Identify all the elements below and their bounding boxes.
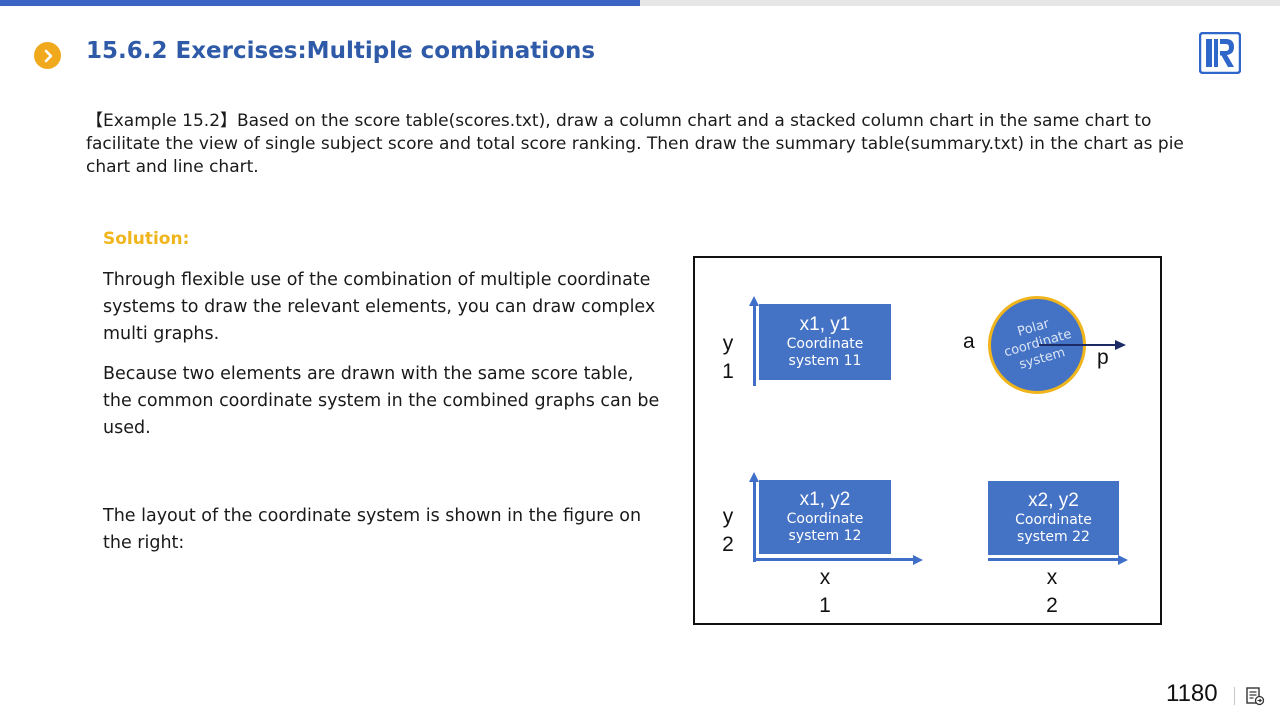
y1-axis-arrow [749, 296, 759, 306]
x2-axis [988, 558, 1118, 561]
notes-icon[interactable] [1245, 686, 1265, 706]
y2-axis [753, 480, 756, 562]
example-description: 【Example 15.2】Based on the score table(s… [86, 111, 1184, 177]
footer-divider [1234, 687, 1235, 705]
coordinate-system-12: x1, y2 Coordinate system 12 [759, 480, 891, 554]
polar-angle-label: a [963, 330, 975, 353]
coordinate-system-22: x2, y2 Coordinate system 22 [988, 481, 1119, 555]
solution-paragraph-3: The layout of the coordinate system is s… [103, 506, 642, 553]
chevron-right-icon [34, 42, 61, 69]
solution-paragraph-2: Because two elements are drawn with the … [103, 364, 660, 438]
x1-axis [755, 558, 913, 561]
solution-paragraph-1: Through flexible use of the combination … [103, 270, 656, 344]
raqsoft-logo-icon [1198, 31, 1242, 75]
y2-axis-arrow [749, 472, 759, 482]
y1-axis [753, 304, 756, 386]
polar-radius-label: p [1097, 346, 1109, 369]
page-number: 1180 [1166, 680, 1218, 707]
polar-radius-line [1039, 344, 1115, 346]
page-title: 15.6.2 Exercises:Multiple combinations [86, 38, 596, 64]
x1-axis-arrow [913, 555, 923, 565]
progress-track [0, 0, 1280, 6]
coordinate-system-11: x1, y1 Coordinate system 11 [759, 304, 891, 380]
progress-fill [0, 0, 640, 6]
polar-radius-arrow [1115, 340, 1126, 350]
solution-label: Solution: [103, 229, 190, 249]
x2-axis-arrow [1118, 555, 1128, 565]
